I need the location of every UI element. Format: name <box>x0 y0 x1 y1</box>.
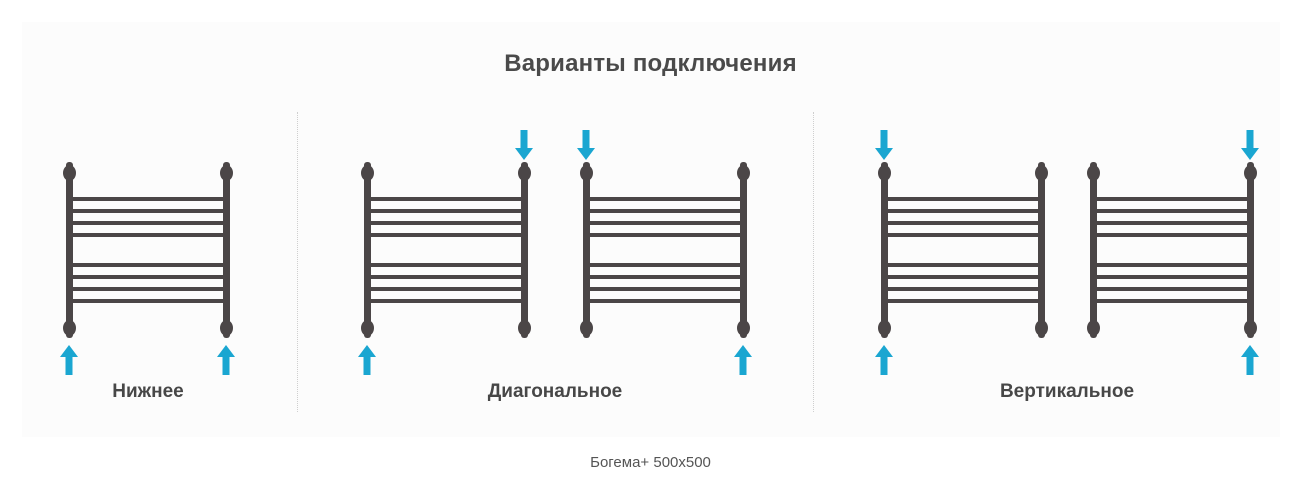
divider-right <box>813 112 814 412</box>
towel-rail-icon <box>580 162 750 338</box>
arrow-up-icon <box>1241 345 1259 375</box>
towel-rail-icon <box>63 162 233 338</box>
arrow-up-icon <box>60 345 78 375</box>
variant-label-diagonal: Диагональное <box>487 381 623 402</box>
arrow-up-icon <box>217 345 235 375</box>
towel-rail-icon <box>361 162 531 338</box>
arrow-up-icon <box>358 345 376 375</box>
arrow-down-icon <box>875 130 893 160</box>
divider-left <box>297 112 298 412</box>
arrow-down-icon <box>515 130 533 160</box>
variant-label-vertical: Вертикальное <box>999 381 1135 402</box>
arrow-down-icon <box>1241 130 1259 160</box>
page-title: Варианты подключения <box>504 50 797 77</box>
arrow-up-icon <box>875 345 893 375</box>
variant-label-bottom: Нижнее <box>112 381 184 402</box>
arrow-down-icon <box>577 130 595 160</box>
connection-panel <box>22 22 1280 437</box>
towel-rail-icon <box>878 162 1048 338</box>
model-caption: Богема+ 500x500 <box>590 454 711 471</box>
towel-rail-icon <box>1087 162 1257 338</box>
arrow-up-icon <box>734 345 752 375</box>
